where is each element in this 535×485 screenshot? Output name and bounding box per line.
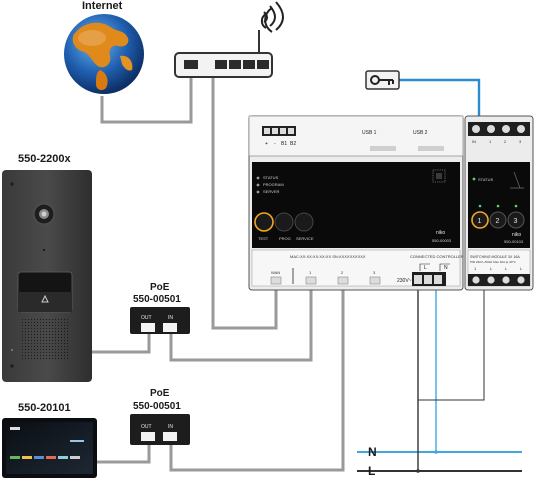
module-l-wire — [418, 286, 485, 401]
sm-code: 550-00103 — [504, 239, 524, 244]
port-2[interactable] — [337, 276, 349, 285]
bell-icon — [41, 294, 49, 303]
ctrl-title: CONNECTED CONTROLLER — [410, 254, 464, 259]
sm-brand: niko — [512, 232, 521, 238]
sm-title: SWITCHING MODULE 3X 16A — [470, 255, 520, 259]
internet-label: Internet — [82, 0, 123, 12]
door-station — [2, 170, 92, 382]
ctrl-term-minus: - — [274, 141, 276, 147]
mains-n-label: N — [368, 445, 377, 459]
port-wan-label: WAN — [271, 270, 280, 275]
key-icon — [365, 70, 400, 90]
sm-bterm-3: L — [505, 266, 508, 271]
poe-bottom-title: PoE — [150, 388, 170, 399]
ctrl-term-b1: B1 — [281, 141, 287, 147]
router-icon — [174, 30, 273, 78]
sm-button-1[interactable] — [471, 211, 489, 229]
poe-bottom-in: IN — [168, 424, 173, 430]
cable-router-wan — [211, 76, 278, 330]
touch-panel — [2, 418, 97, 478]
sm-button-3-label: 3 — [514, 218, 518, 225]
switching-module: IN 1 2 3 STATUS 1 2 3 niko 550-00103 SWI… — [464, 115, 534, 291]
cable-internet-router — [100, 76, 193, 124]
sm-button-2[interactable] — [489, 211, 507, 229]
service-label: SERVICE — [296, 236, 314, 241]
poe-top-in: IN — [168, 315, 173, 321]
sm-spec: PIR 230V~/50Hz Max 40A tp 40°C — [470, 260, 517, 264]
mains-l-label: L — [368, 464, 375, 478]
relay-icon — [510, 171, 524, 189]
poe-bottom-model: 550-00501 — [133, 401, 181, 412]
sm-button-1-label: 1 — [478, 218, 482, 225]
test-button[interactable] — [254, 212, 274, 232]
prog-label: PROG — [279, 236, 291, 241]
led-server: SERVER — [263, 189, 279, 194]
sm-bterm-4: L — [520, 266, 523, 271]
connected-controller: + - B1 B2 USB 1 USB 2 STATUS PROGRAM SER… — [248, 115, 464, 291]
port-2-label: 2 — [341, 270, 344, 275]
touch-panel-model: 550-20101 — [18, 402, 71, 414]
sm-button-3[interactable] — [507, 211, 525, 229]
ctrl-brand: niko — [436, 230, 445, 236]
sm-button-2-label: 2 — [496, 218, 500, 225]
led-program: PROGRAM — [263, 182, 284, 187]
cable-poe-door — [92, 332, 151, 354]
poe-top-out: OUT — [141, 315, 152, 321]
poe-top-model: 550-00501 — [133, 294, 181, 305]
sm-bterm-1: 1 — [474, 266, 477, 271]
camera-icon — [33, 203, 55, 225]
poe-bottom-out: OUT — [141, 424, 152, 430]
poe-top-title: PoE — [150, 282, 170, 293]
globe-icon — [64, 14, 144, 94]
port-3-label: 3 — [373, 270, 376, 275]
port-3[interactable] — [369, 276, 381, 285]
wifi-icon — [260, 1, 284, 33]
chip-icon — [432, 169, 446, 183]
sm-status: STATUS — [478, 177, 494, 182]
poe-injector-bottom: OUT IN — [130, 414, 190, 445]
door-station-model: 550-2200x — [18, 153, 71, 165]
sm-term-3: 3 — [519, 139, 522, 144]
led-status: STATUS — [263, 175, 279, 180]
sm-term-in: IN — [472, 139, 476, 144]
term-l: L — [424, 265, 427, 271]
cable-port2-poe — [169, 286, 345, 472]
test-label: TEST — [258, 236, 269, 241]
prog-button[interactable] — [274, 212, 294, 232]
sm-term-1: 1 — [489, 139, 492, 144]
cable-key — [399, 78, 481, 122]
poe-injector-top: OUT IN — [130, 307, 190, 334]
usb2-label: USB 2 — [413, 130, 428, 136]
sm-term-2: 2 — [504, 139, 507, 144]
ctrl-mac: MAC:XX:XX:XX:XX:XX SN:XXXXXXXXXX — [290, 254, 366, 259]
service-button[interactable] — [294, 212, 314, 232]
ctrl-term-plus: + — [265, 141, 268, 147]
cable-port1-poe — [169, 286, 313, 362]
cable-poe-panel — [97, 443, 151, 464]
port-wan[interactable] — [270, 276, 282, 285]
term-n: N — [444, 265, 448, 271]
ctrl-code: 550-00003 — [432, 238, 452, 243]
sm-bterm-2: L — [490, 266, 493, 271]
port-1[interactable] — [305, 276, 317, 285]
port-1-label: 1 — [309, 270, 312, 275]
ctrl-voltage: 230V~ — [397, 278, 412, 284]
usb1-label: USB 1 — [362, 130, 377, 136]
ctrl-term-b2: B2 — [290, 141, 296, 147]
